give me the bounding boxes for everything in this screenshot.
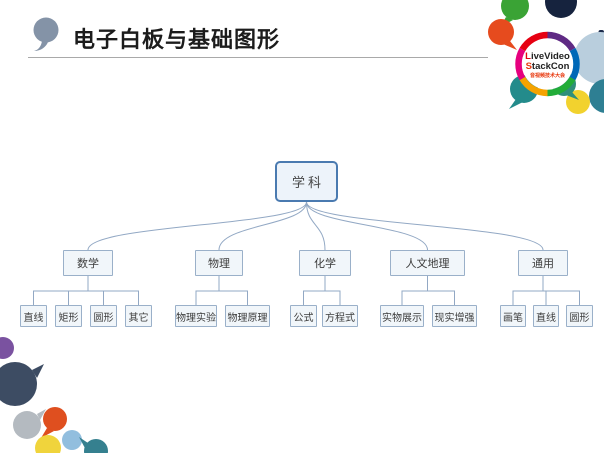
tree-node-other: 其它 bbox=[125, 305, 152, 327]
logo-rainbow-ring bbox=[515, 31, 580, 97]
tree-node-circle: 圆形 bbox=[90, 305, 117, 327]
tree-node-physics: 物理 bbox=[195, 250, 243, 276]
logo-line1: LiveVideo bbox=[525, 51, 570, 62]
tree-node-line: 直线 bbox=[20, 305, 47, 327]
logo-tagline: 音视频技术大会 bbox=[530, 72, 565, 79]
corner-bubble-decorations bbox=[0, 337, 108, 453]
livevideostackcon-logo: LiveVideo StackCon 音视频技术大会 bbox=[488, 0, 604, 114]
tree-node-physical-display: 实物展示 bbox=[380, 305, 424, 327]
tree-node-circle2: 圆形 bbox=[566, 305, 593, 327]
tree-node-formula: 公式 bbox=[290, 305, 317, 327]
tree-node-physics-experiment: 物理实验 bbox=[175, 305, 217, 327]
tree-node-equation: 方程式 bbox=[322, 305, 358, 327]
tree-node-augmented-reality: 现实增强 bbox=[432, 305, 477, 327]
tree-node-brush: 画笔 bbox=[500, 305, 526, 327]
tree-node-rectangle: 矩形 bbox=[55, 305, 82, 327]
tree-node-physics-principle: 物理原理 bbox=[225, 305, 270, 327]
tree-node-line2: 直线 bbox=[533, 305, 559, 327]
speech-bubble-icon bbox=[33, 17, 59, 51]
tree-node-math: 数学 bbox=[63, 250, 113, 276]
logo-inner-disc bbox=[522, 38, 573, 90]
logo-line2: StackCon bbox=[526, 61, 570, 72]
tree-node-human-geography: 人文地理 bbox=[390, 250, 465, 276]
tree-node-subject: 学科 bbox=[275, 161, 338, 202]
page-title: 电子白板与基础图形 bbox=[73, 27, 281, 52]
title-underline bbox=[28, 57, 488, 58]
tree-node-chemistry: 化学 bbox=[299, 250, 351, 276]
tree-node-general: 通用 bbox=[518, 250, 568, 276]
